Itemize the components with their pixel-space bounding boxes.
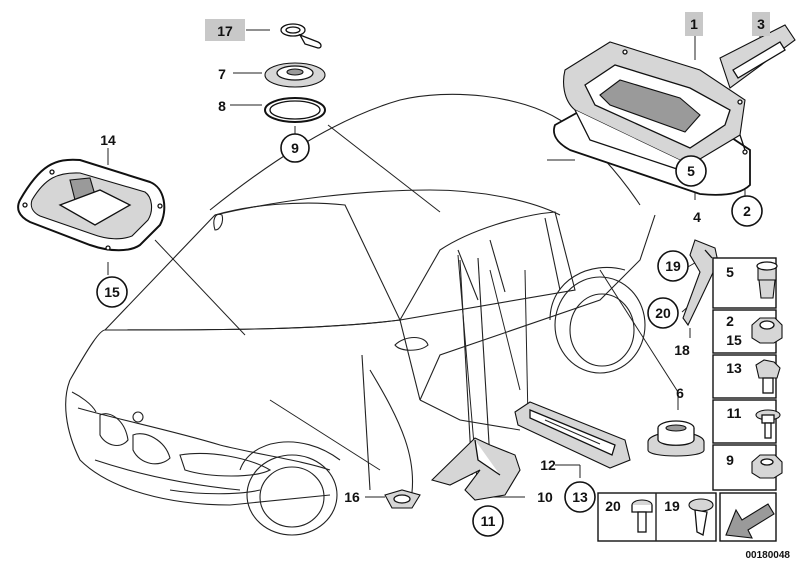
underbody-panel-12	[514, 401, 631, 469]
nut-icon	[751, 317, 783, 344]
label-6: 6	[676, 385, 684, 401]
label-12: 12	[540, 457, 556, 473]
label-8: 8	[218, 98, 226, 114]
label-15: 15	[104, 284, 120, 300]
car-outline	[65, 93, 656, 536]
figure-id: 00180048	[746, 550, 791, 561]
hex-nut-icon	[751, 454, 783, 479]
label-13: 13	[572, 489, 588, 505]
label-5: 5	[687, 163, 695, 179]
label-20-circle	[647, 297, 679, 329]
plug-7	[264, 62, 326, 88]
bolt-icon	[631, 499, 653, 533]
sidebar-label-9: 9	[726, 452, 734, 468]
storage-tray-1	[553, 41, 751, 196]
part-labels: 17 7 8 9 14 15 1 3 5 4 2 19 20 18 6 12 1…	[96, 12, 791, 561]
fastener-sidebar	[597, 257, 783, 542]
sidebar-label-5: 5	[726, 264, 734, 280]
label-2: 2	[743, 203, 751, 219]
sidebar-label-15: 15	[726, 332, 742, 348]
label-4: 4	[693, 209, 701, 225]
label-3-highlight	[752, 12, 770, 36]
label-17: 17	[217, 23, 233, 39]
label-2-circle	[731, 195, 763, 227]
label-5-circle	[675, 155, 707, 187]
clip-icon	[756, 261, 778, 299]
label-1-highlight	[685, 12, 703, 36]
sidebar-label-11: 11	[727, 405, 742, 421]
tray-14	[17, 158, 166, 252]
label-19: 19	[665, 258, 681, 274]
screw-icon	[755, 359, 781, 394]
label-3: 3	[757, 16, 765, 32]
label-11-circle	[472, 505, 504, 537]
label-13-circle	[564, 481, 596, 513]
label-7: 7	[218, 66, 226, 82]
label-16: 16	[344, 489, 360, 505]
label-1: 1	[690, 16, 698, 32]
tapping-screw-icon	[688, 498, 714, 536]
ring-8	[264, 97, 326, 123]
arrow-icon	[725, 503, 775, 539]
label-18: 18	[674, 342, 690, 358]
label-11: 11	[481, 513, 496, 529]
sidebar-label-20: 20	[605, 498, 621, 514]
label-19-circle	[657, 250, 689, 282]
label-17-highlight	[205, 19, 245, 41]
label-20: 20	[655, 305, 671, 321]
grommet-16	[384, 489, 421, 509]
bracket-18	[682, 239, 719, 327]
sidebar-label-19: 19	[664, 498, 680, 514]
bracket-10	[430, 437, 521, 501]
label-15-circle	[96, 276, 128, 308]
label-14: 14	[100, 132, 116, 148]
label-9: 9	[291, 140, 299, 156]
buffer-6	[647, 420, 705, 457]
label-9-circle	[280, 133, 310, 163]
sidebar-label-2: 2	[726, 313, 734, 329]
sidebar-label-13: 13	[726, 360, 742, 376]
screw-head-icon	[755, 409, 781, 439]
label-10: 10	[537, 489, 553, 505]
grommet-17	[280, 23, 322, 49]
